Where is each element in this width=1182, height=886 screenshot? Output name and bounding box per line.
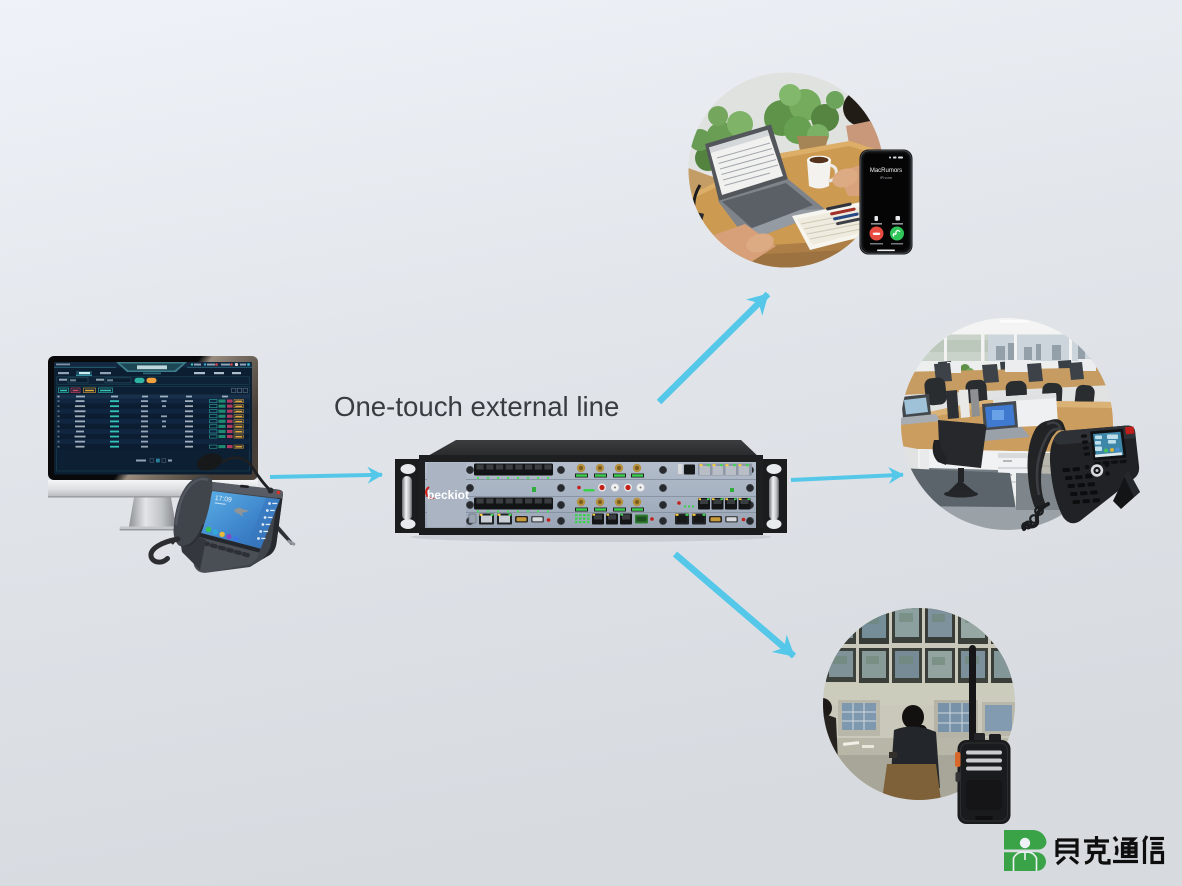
svg-text:MacRumors: MacRumors	[870, 168, 902, 174]
svg-text:beckiot: beckiot	[427, 488, 469, 502]
svg-text:One-touch external line: One-touch external line	[334, 391, 619, 422]
svg-text:17:09: 17:09	[214, 495, 232, 504]
svg-text:iPhone: iPhone	[880, 175, 893, 180]
